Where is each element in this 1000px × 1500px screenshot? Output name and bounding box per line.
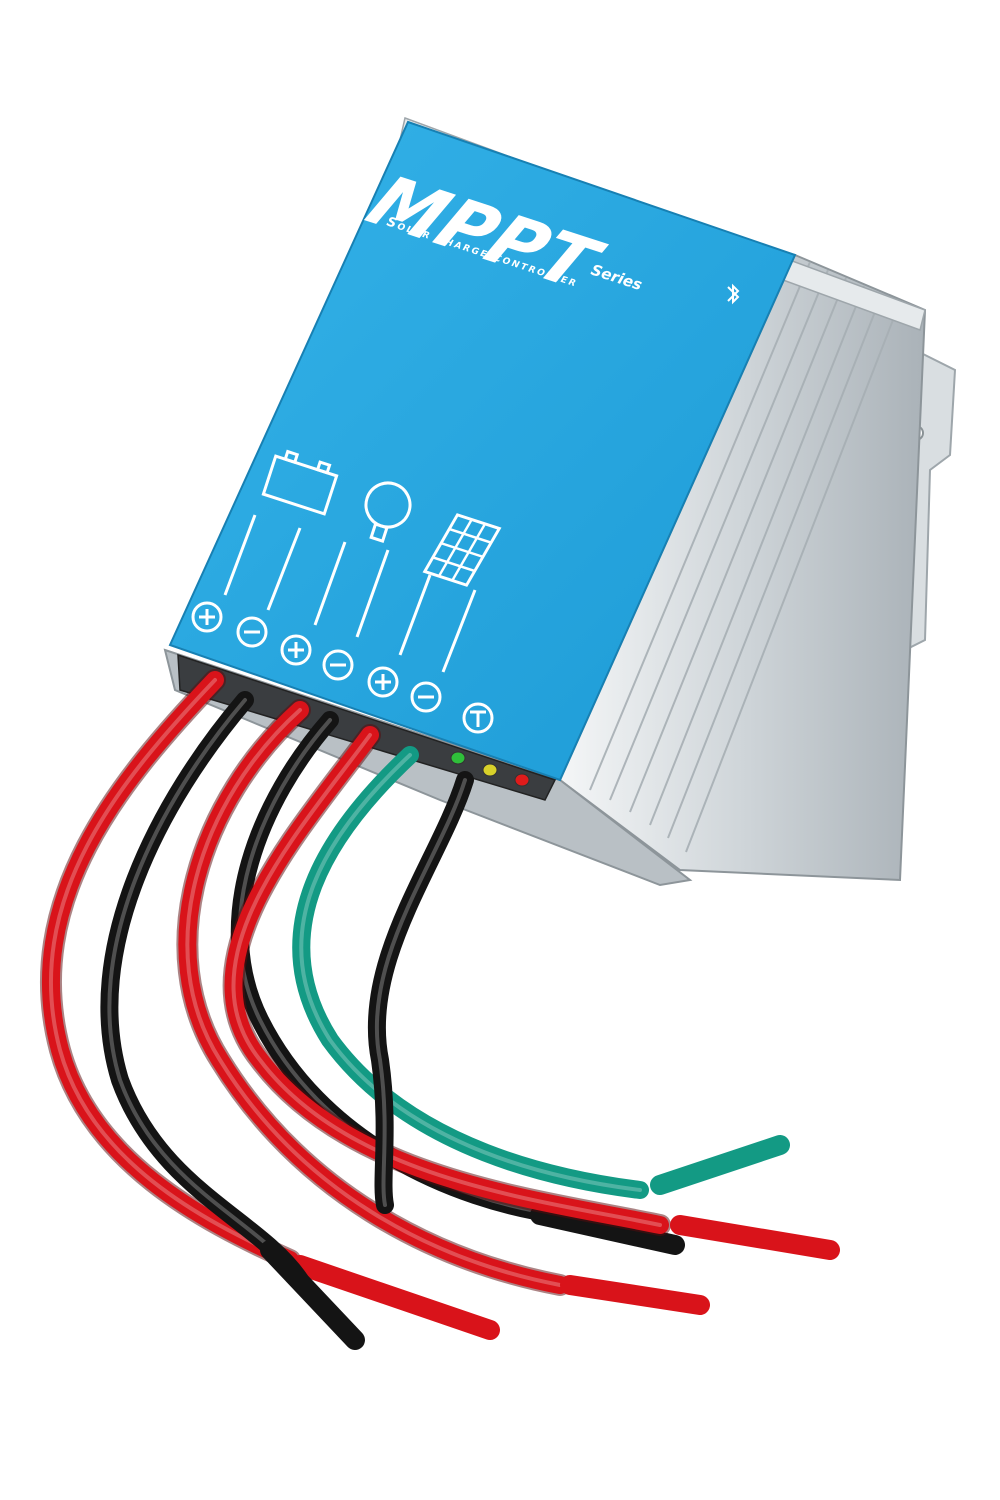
terminal-symbols bbox=[191, 601, 494, 734]
terminal-symbol-battery-positive bbox=[191, 601, 223, 633]
wire-end-sleeve bbox=[670, 1215, 840, 1260]
wire-black-battery bbox=[100, 691, 309, 1289]
wire-black-temperature bbox=[367, 771, 474, 1214]
wire-green-solar bbox=[292, 746, 649, 1199]
wire-highlight bbox=[299, 753, 642, 1192]
wire-end-sleeve bbox=[290, 1255, 500, 1340]
wire-red-battery bbox=[42, 671, 299, 1269]
wire-end-sleeve bbox=[260, 1240, 365, 1350]
wire-highlight bbox=[107, 698, 302, 1282]
wire-bundle bbox=[40, 669, 840, 1350]
terminal-leader-lines bbox=[223, 514, 477, 673]
terminal-symbol-solar-negative bbox=[410, 681, 442, 713]
terminal-symbol-load-positive bbox=[280, 634, 312, 666]
wire-red-load bbox=[178, 701, 569, 1294]
terminal-symbol-battery-negative bbox=[236, 616, 268, 648]
wire-highlight bbox=[185, 708, 562, 1287]
status-leds bbox=[450, 751, 530, 787]
bulb-icon bbox=[364, 481, 412, 543]
terminal-symbol-solar-positive bbox=[367, 666, 399, 698]
terminal-symbol-load-negative bbox=[322, 649, 354, 681]
battery-icon bbox=[261, 449, 339, 516]
led-red bbox=[514, 773, 530, 787]
wire-end-sleeve bbox=[650, 1135, 790, 1195]
wire-highlight bbox=[231, 733, 662, 1227]
wire-highlight bbox=[49, 678, 292, 1262]
led-yellow bbox=[482, 763, 498, 777]
solar-panel-icon bbox=[422, 513, 502, 587]
led-green bbox=[450, 751, 466, 765]
terminal-symbol-temperature bbox=[462, 702, 494, 734]
wire-end-sleeve bbox=[530, 1205, 685, 1255]
wire-highlight bbox=[374, 778, 467, 1207]
bluetooth-icon bbox=[727, 283, 740, 305]
wire-red-solar bbox=[224, 726, 669, 1234]
wire-end-sleeve bbox=[560, 1275, 710, 1315]
front-panel: MPPT Series Solar charge controller bbox=[168, 120, 797, 782]
